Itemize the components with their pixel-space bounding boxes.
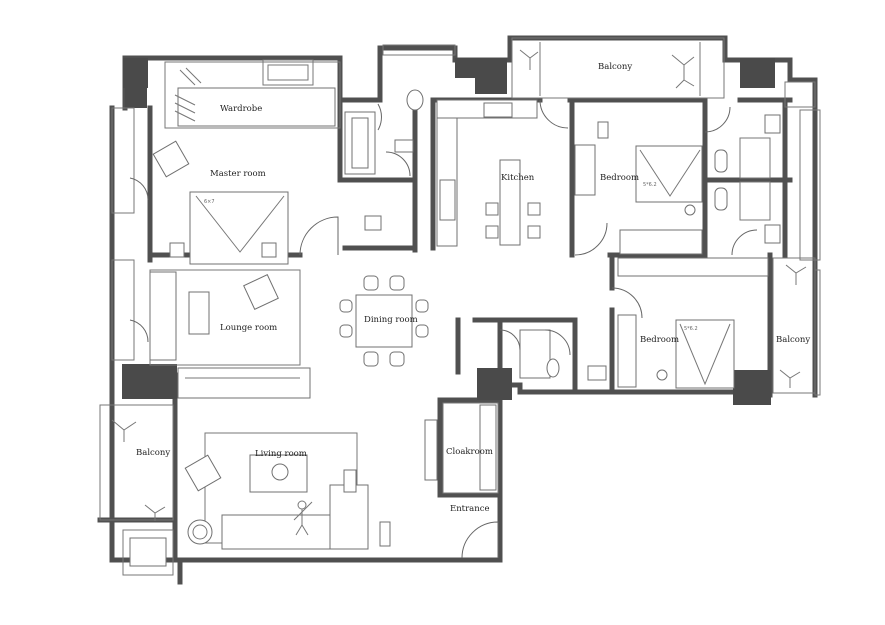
toilet-icon: [714, 149, 728, 173]
toilet-icon: [406, 89, 424, 111]
balcony-top-label: Balcony: [598, 62, 632, 72]
lounge-room-label: Lounge room: [220, 323, 277, 333]
kitchen: Kitchen: [436, 99, 541, 247]
balcony-right: Balcony: [772, 257, 816, 394]
armchair-icon: [152, 140, 190, 178]
armchair-icon: [243, 274, 279, 310]
entrance: Entrance: [450, 504, 499, 559]
wardrobe-label: Wardrobe: [220, 104, 262, 114]
toilet-icon: [546, 358, 560, 378]
bedroom-south: 5*6.2 Bedroom: [611, 257, 769, 389]
bedroom-north-label: Bedroom: [600, 173, 639, 183]
sink-icon: [483, 102, 513, 118]
bedroom-north: 5*6.2 Bedroom: [574, 121, 703, 256]
armchair-icon: [184, 454, 222, 492]
wardrobe: Wardrobe: [164, 59, 341, 129]
cloakroom: Cloakroom: [424, 402, 499, 494]
bedroom-south-bed-size: 5*6.2: [684, 326, 698, 332]
plant-icon: [519, 49, 695, 89]
toilet-icon: [714, 187, 728, 211]
balcony-right-label: Balcony: [776, 335, 810, 345]
cloakroom-label: Cloakroom: [446, 447, 493, 457]
bedroom-south-label: Bedroom: [640, 335, 679, 345]
living-room-label: Living room: [255, 449, 307, 459]
door-swings: [129, 99, 569, 343]
entrance-label: Entrance: [450, 504, 490, 514]
master-bed-size: 6×7: [204, 199, 215, 205]
structural-columns: [122, 58, 775, 405]
master-bathroom: [344, 89, 424, 231]
middle-bathroom: [499, 329, 607, 381]
kitchen-label: Kitchen: [501, 173, 535, 183]
dining-room: Dining room: [339, 275, 429, 367]
dining-room-label: Dining room: [364, 315, 418, 325]
plant-icon: [111, 419, 166, 521]
master-room: 6×7 Master room: [152, 140, 339, 265]
lounge-room: Lounge room: [149, 269, 311, 399]
bedroom-north-bed-size: 5*6.2: [643, 182, 657, 188]
living-room: Living room: [184, 432, 391, 550]
person-icon: [293, 500, 313, 536]
balcony-top: Balcony: [511, 37, 725, 99]
master-room-label: Master room: [210, 169, 266, 179]
ne-bathrooms: [704, 106, 781, 256]
stove-icon: [129, 537, 167, 567]
balcony-left-label: Balcony: [136, 448, 170, 458]
plant-icon: [779, 264, 807, 388]
balcony-left: Balcony: [99, 404, 174, 576]
hanger-rail-icon: [174, 64, 309, 122]
